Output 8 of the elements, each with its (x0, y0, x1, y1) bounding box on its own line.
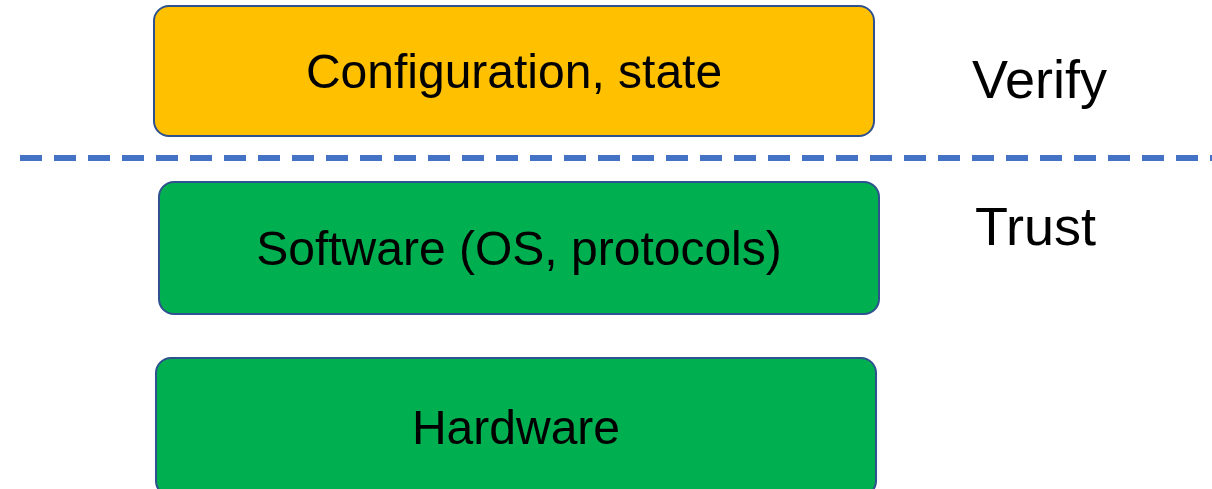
layer-label: Software (OS, protocols) (256, 220, 782, 276)
layer-box (158, 181, 880, 315)
layer-box (155, 357, 877, 489)
zone-label: Verify (972, 48, 1108, 110)
zone-label: Trust (975, 195, 1096, 257)
layer-label: Configuration, state (305, 43, 723, 99)
layer-label: Hardware (411, 399, 621, 455)
layer-box (153, 5, 875, 137)
